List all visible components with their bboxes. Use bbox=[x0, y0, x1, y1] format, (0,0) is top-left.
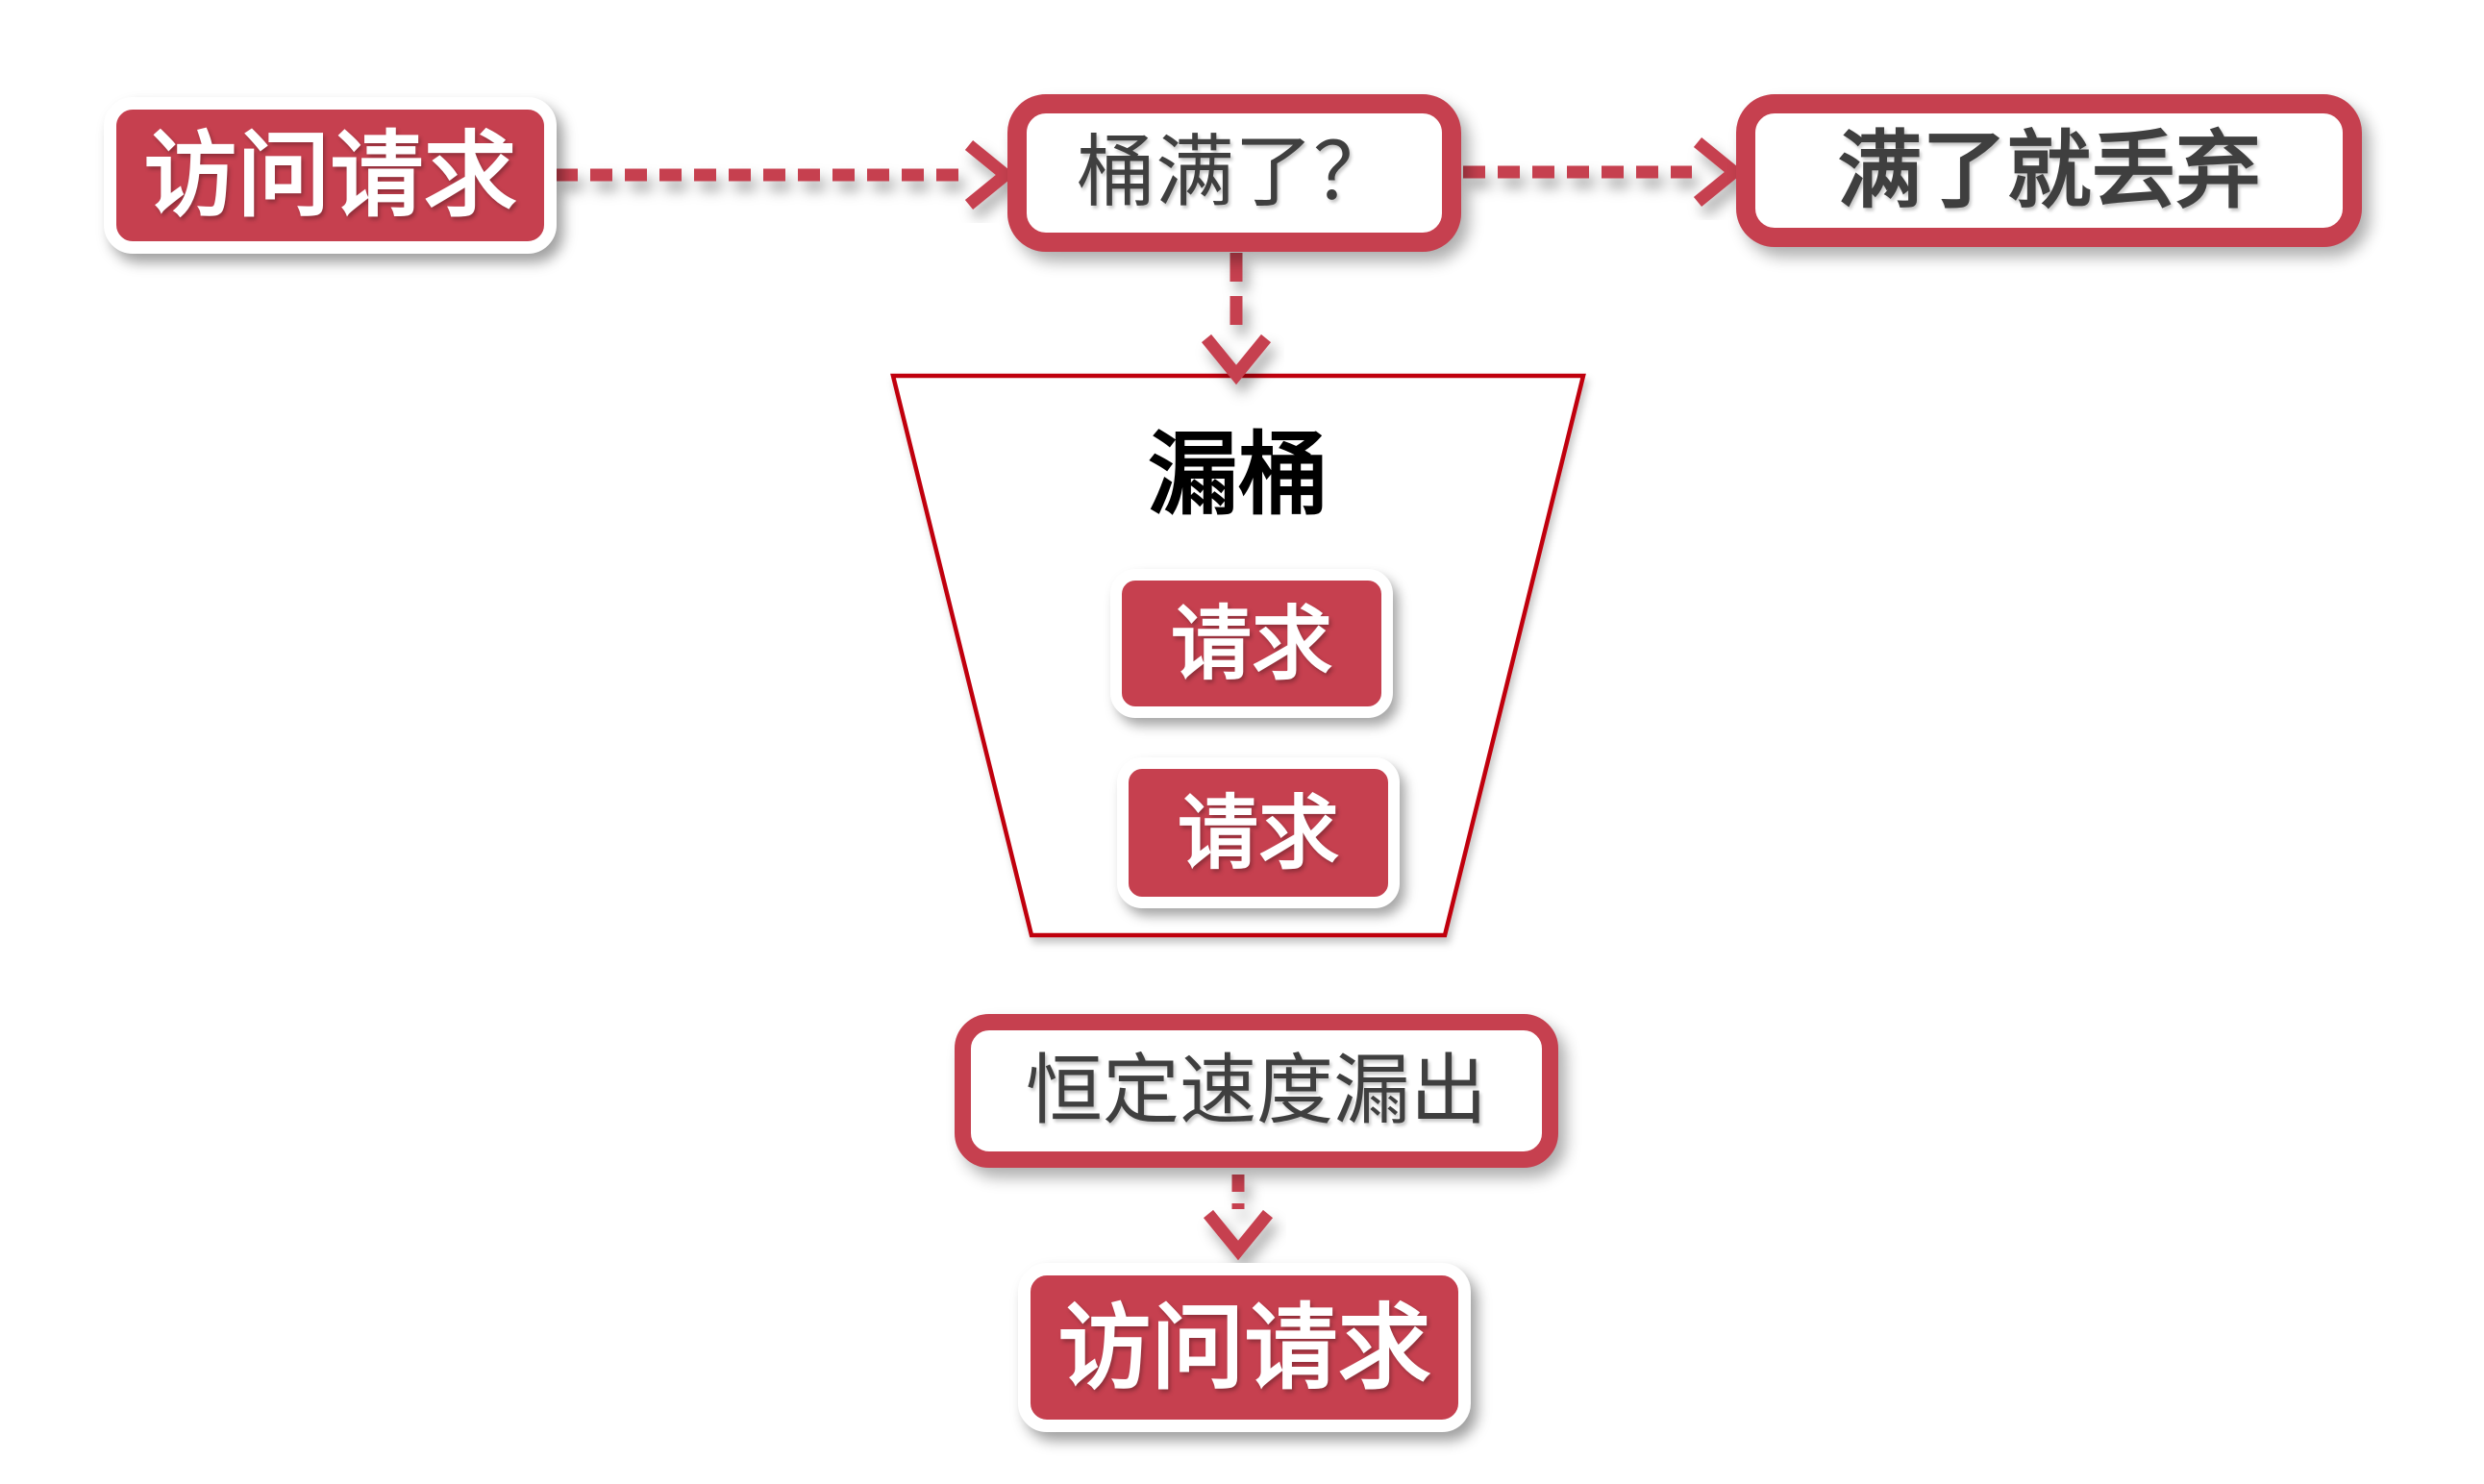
node-queued-request-bottom-label: 请求 bbox=[1177, 787, 1339, 878]
node-queued-request-bottom: 请求 bbox=[1117, 757, 1400, 908]
arrow-leak-to-outgoing bbox=[1203, 1175, 1274, 1261]
node-discard-when-full-label: 满了就丢弃 bbox=[1837, 122, 2261, 218]
leaky-bucket-title-label: 漏桶 bbox=[1147, 424, 1329, 525]
node-queued-request-top-label: 请求 bbox=[1170, 598, 1332, 689]
node-outgoing-request: 访问请求 bbox=[1018, 1263, 1471, 1432]
leaky-bucket-title: 漏桶 bbox=[1123, 421, 1354, 529]
node-discard-when-full: 满了就丢弃 bbox=[1736, 94, 2362, 247]
arrow-incoming-to-check bbox=[556, 139, 1016, 210]
node-outgoing-request-label: 访问请求 bbox=[1057, 1295, 1431, 1400]
node-bucket-full-check: 桶满了？ bbox=[1007, 94, 1461, 252]
node-incoming-request: 访问请求 bbox=[104, 97, 557, 254]
node-constant-rate-leak-label: 恒定速度漏出 bbox=[1026, 1048, 1487, 1133]
node-queued-request-top: 请求 bbox=[1110, 569, 1393, 718]
node-incoming-request-label: 访问请求 bbox=[143, 123, 517, 228]
node-bucket-full-check-label: 桶满了？ bbox=[1076, 129, 1392, 216]
node-constant-rate-leak: 恒定速度漏出 bbox=[955, 1014, 1558, 1168]
arrow-check-to-bucket bbox=[1201, 253, 1272, 385]
arrow-check-to-discard bbox=[1463, 136, 1745, 208]
